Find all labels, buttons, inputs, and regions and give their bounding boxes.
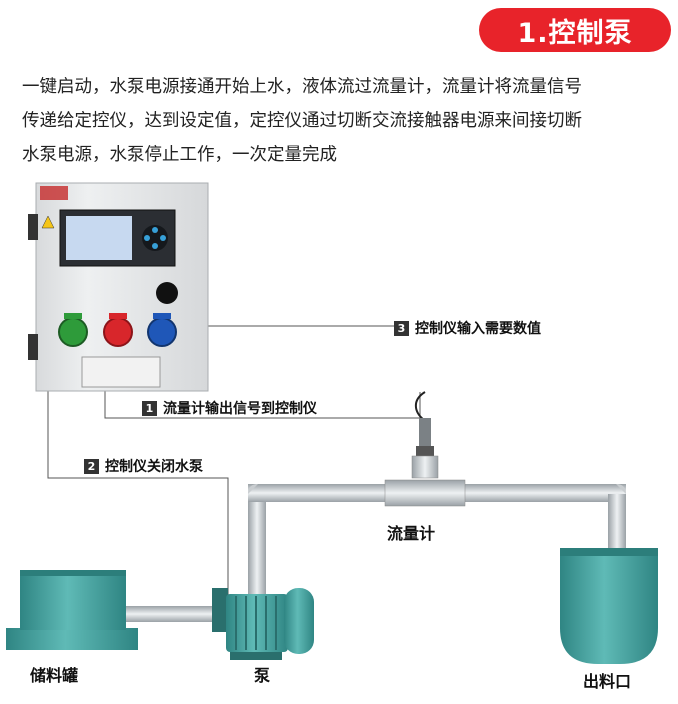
wire-step-1 <box>104 388 421 419</box>
outlet-label: 出料口 <box>583 672 632 691</box>
reset-button <box>147 317 177 347</box>
storage-tank <box>6 570 138 650</box>
pump <box>212 588 314 660</box>
step-3-label: 3 控制仪输入需要数值 <box>394 318 541 338</box>
step-2-number: 2 <box>84 458 99 474</box>
outlet-tank <box>560 548 658 664</box>
section-title: 1.控制泵 <box>517 17 633 49</box>
pump-label: 泵 <box>254 666 271 685</box>
intro-line: 水泵电源，水泵停止工作，一次定量完成 <box>22 145 337 165</box>
step-2-label: 2 控制仪关闭水泵 <box>84 456 203 476</box>
step-3-number: 3 <box>394 320 409 336</box>
intro-line: 传递给定控仪，达到设定值，定控仪通过切断交流接触器电源来间接切断 <box>22 111 582 131</box>
step-3-text: 控制仪输入需要数值 <box>415 321 541 337</box>
flowmeter <box>384 391 466 507</box>
wire-step-2 <box>47 388 229 600</box>
step-1-text: 流量计输出信号到控制仪 <box>163 401 317 417</box>
pipes <box>125 484 626 622</box>
stop-button <box>103 317 133 347</box>
start-button <box>58 317 88 347</box>
storage-tank-label: 储料罐 <box>30 666 79 685</box>
control-cabinet <box>28 182 209 392</box>
flowmeter-label: 流量计 <box>387 524 436 543</box>
intro-paragraph: 一键启动，水泵电源接通开始上水，液体流过流量计，流量计将流量信号 传递给定控仪，… <box>22 70 662 172</box>
intro-line: 一键启动，水泵电源接通开始上水，液体流过流量计，流量计将流量信号 <box>22 77 582 97</box>
step-1-label: 1 流量计输出信号到控制仪 <box>142 398 317 418</box>
signal-wires <box>47 325 421 600</box>
section-title-badge: 1.控制泵 <box>479 8 671 52</box>
step-1-number: 1 <box>142 400 157 416</box>
step-2-text: 控制仪关闭水泵 <box>105 459 203 475</box>
